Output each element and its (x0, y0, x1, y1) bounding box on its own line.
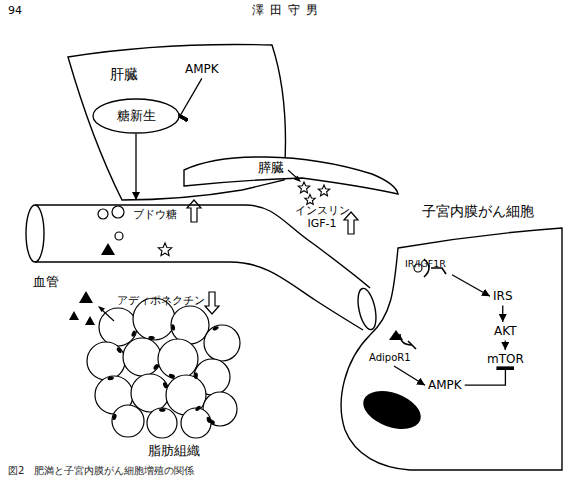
pancreas-outline (184, 157, 398, 194)
node-text: AMPK (428, 378, 462, 392)
cell-outline (341, 228, 562, 470)
fat-cell (158, 339, 198, 379)
node-text: 血管 (33, 274, 59, 290)
pancreas-shape (182, 148, 402, 200)
node-text: IR/IGF1R (405, 258, 449, 269)
glucose-circle (98, 209, 108, 219)
signal-node: mTOR (484, 350, 527, 368)
signal-node: AKT (491, 322, 519, 340)
inhibition-connector (465, 368, 506, 385)
substance-label: インスリン IGF-1 (292, 204, 352, 230)
cancer-cell: 子宮内膜がん細胞 IR/IGF1R IRS AKT mTOR AdipoR1AMPK (330, 200, 580, 475)
substance-label: アディポネクチン (117, 294, 205, 307)
glucose-circle (115, 232, 123, 240)
glucose-circle (112, 206, 124, 218)
fat-cell-nucleus (171, 324, 175, 331)
arrow-connector (505, 340, 506, 350)
fat-cell (123, 338, 161, 376)
figure-caption: 図2 肥満と子宮内膜がん細胞増殖の関係 (8, 465, 194, 477)
node-text: AKT (494, 324, 516, 338)
node-text: 糖新生 (117, 108, 156, 124)
insulin-star (318, 185, 329, 196)
adiponectin-triangle (79, 291, 93, 303)
node-text: 脂肪組織 (148, 443, 200, 459)
receptor-node: AdipoR1 (366, 330, 422, 366)
node-text: AdipoR1 (369, 352, 419, 364)
cell-nucleus (358, 384, 426, 436)
fat-cell (204, 325, 240, 361)
secretion-arrow (101, 309, 114, 321)
fat-cell-nucleus (206, 416, 211, 423)
fat-cell-nucleus (168, 373, 175, 379)
cell-heading: 子宮内膜がん細胞 (422, 203, 534, 220)
fat-cell (147, 408, 177, 438)
author-header: 澤田守男 (252, 3, 324, 17)
organ-liver: 肝臓 AMPK 糖新生 (62, 40, 297, 215)
vessel-wall (35, 205, 370, 288)
vessel-shape (15, 200, 405, 350)
fat-cell-nucleus (212, 325, 219, 331)
page-number: 94 (8, 4, 22, 17)
signal-node: IRS (490, 287, 516, 305)
node-text: mTOR (487, 352, 524, 366)
fat-cell-nucleus (194, 372, 198, 379)
adiponectin-triangle (85, 316, 95, 325)
enzyme-label: AMPK (182, 60, 222, 78)
fat-cell (171, 306, 209, 344)
process-ellipse (93, 99, 179, 133)
fat-cell-nucleus (131, 330, 137, 337)
adipor-shape (366, 330, 422, 352)
fat-cell-nucleus (153, 363, 160, 370)
fat-cell-nucleus (195, 405, 202, 412)
fat-cell (131, 374, 169, 412)
insulin-star (298, 182, 309, 193)
organ-pancreas: 膵臓 (182, 148, 402, 200)
fat-cell-nucleus (107, 376, 114, 381)
node-text: AMPK (185, 62, 219, 76)
fat-cell (203, 392, 237, 426)
arrow-connector (394, 366, 425, 385)
secretion-arrowhead (98, 306, 105, 312)
node-text: 肝臓 (110, 66, 138, 83)
decrease-arrow (205, 292, 219, 314)
fat-cell-nucleus (112, 413, 117, 420)
vessel-end (26, 205, 44, 262)
fat-cell-nucleus (162, 382, 168, 389)
fat-cell-nucleus (159, 408, 165, 412)
receptor-node: IR/IGF1R (402, 256, 452, 293)
fat-cell (112, 405, 144, 437)
arrow-connector (135, 134, 136, 200)
fat-cell-nucleus (116, 347, 123, 354)
arrow-connector (452, 275, 490, 297)
fat-cell-nucleus (148, 336, 155, 340)
signal-node: AMPK (425, 376, 465, 394)
fat-cell (87, 342, 125, 380)
insulin-star (158, 243, 171, 256)
adiponectin-triangle (69, 311, 79, 320)
blood-vessel: 血管 (15, 200, 405, 350)
adiponectin-triangle (101, 243, 115, 255)
inhibition-connector (180, 78, 202, 116)
fat-cell (181, 408, 211, 438)
insulin-star (305, 195, 315, 205)
secretion-arrowhead (294, 176, 301, 183)
liver-shape (62, 40, 297, 215)
node-text: IRS (493, 289, 513, 303)
cell-shape (330, 200, 580, 475)
receptor-stem (408, 341, 416, 349)
fat-cell (99, 308, 137, 346)
increase-arrow (187, 200, 201, 222)
adipose-tissue: 脂肪組織 (70, 295, 260, 470)
process-ellipse: 糖新生 (92, 98, 180, 134)
vessel-end (355, 287, 379, 331)
node-text: 膵臓 (258, 160, 284, 176)
arrow-connector (502, 305, 503, 322)
substance-label: ブドウ糖 (133, 208, 177, 221)
